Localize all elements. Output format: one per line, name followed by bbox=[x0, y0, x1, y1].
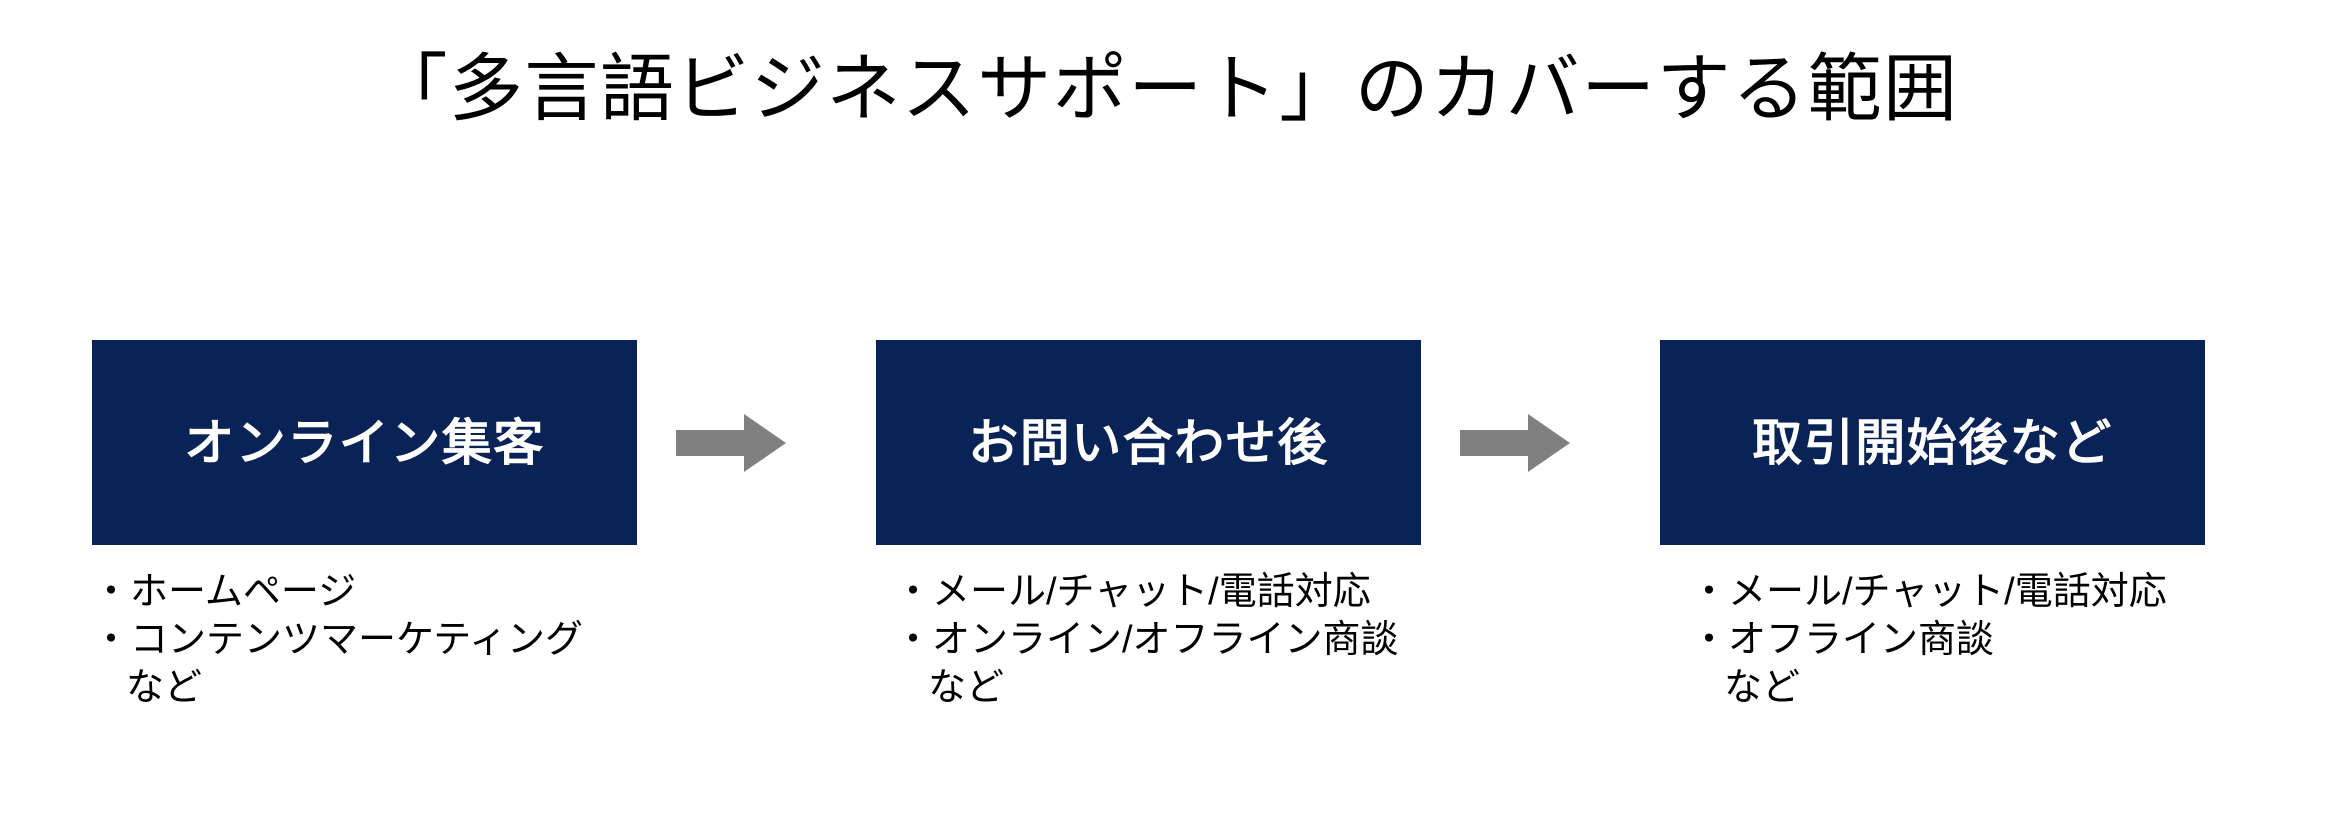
stage-1-notes: ・ホームページ ・コンテンツマーケティング など bbox=[92, 569, 637, 713]
stage-3-note-3: など bbox=[1724, 666, 1801, 709]
stage-3-note-1: ・メール/チャット/電話対応 bbox=[1690, 571, 2167, 613]
arrow-right-icon-2 bbox=[1460, 414, 1570, 472]
stage-2-notes: ・メール/チャット/電話対応 ・オンライン/オフライン商談 など bbox=[876, 569, 1421, 713]
process-flow-diagram: オンライン集客 ・ホームページ ・コンテンツマーケティング など お問い合わせ後… bbox=[0, 340, 2332, 760]
arrow-right-icon-1 bbox=[676, 414, 786, 472]
stage-2-note-3: など bbox=[928, 666, 1005, 709]
flow-stage-3: 取引開始後など ・メール/チャット/電話対応 ・オフライン商談 など bbox=[1660, 340, 2205, 713]
stage-2-note-2: ・オンライン/オフライン商談 bbox=[894, 618, 1399, 661]
stage-3-box: 取引開始後など bbox=[1660, 340, 2205, 545]
stage-2-box: お問い合わせ後 bbox=[876, 340, 1421, 545]
stage-3-notes: ・メール/チャット/電話対応 ・オフライン商談 など bbox=[1660, 569, 2205, 713]
flow-stage-1: オンライン集客 ・ホームページ ・コンテンツマーケティング など bbox=[92, 340, 637, 713]
stage-1-note-2: ・コンテンツマーケティング bbox=[92, 618, 583, 661]
flow-stage-2: お問い合わせ後 ・メール/チャット/電話対応 ・オンライン/オフライン商談 など bbox=[876, 340, 1421, 713]
stage-1-note-1: ・ホームページ bbox=[92, 571, 357, 613]
page-title: 「多言語ビジネスサポート」のカバーする範囲 bbox=[373, 47, 1959, 130]
stage-1-box: オンライン集客 bbox=[92, 340, 637, 545]
stage-2-label: お問い合わせ後 bbox=[968, 414, 1329, 471]
stage-2-note-1: ・メール/チャット/電話対応 bbox=[894, 571, 1371, 613]
stage-3-label: 取引開始後など bbox=[1752, 414, 2113, 471]
stage-1-label: オンライン集客 bbox=[184, 414, 545, 471]
stage-3-note-2: ・オフライン商談 bbox=[1690, 618, 1995, 661]
stage-1-note-3: など bbox=[126, 666, 203, 709]
